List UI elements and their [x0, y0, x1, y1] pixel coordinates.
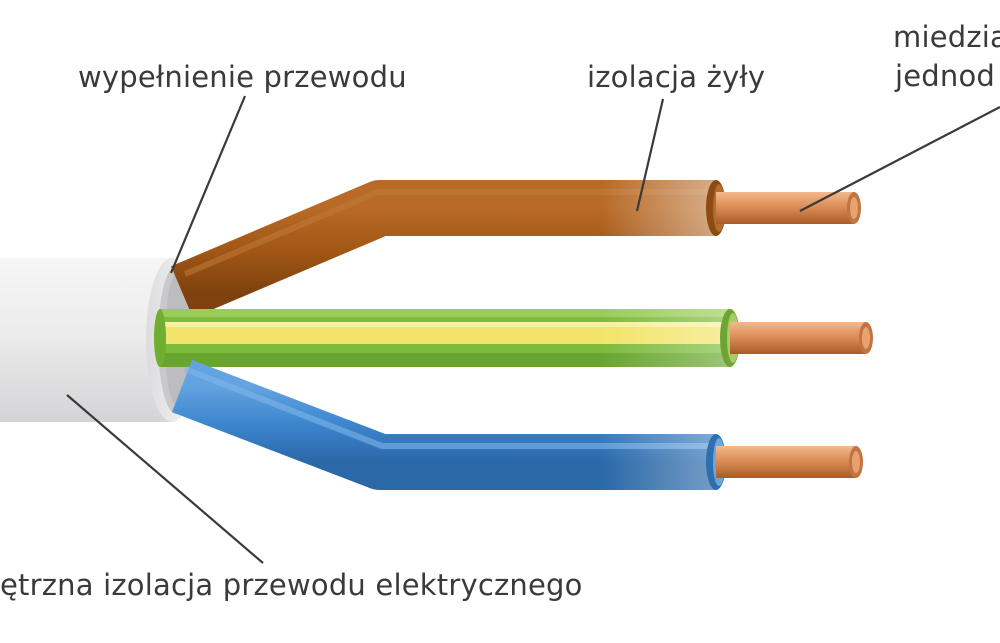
- leader-line-copper: [799, 106, 1000, 212]
- brown-core: [171, 180, 726, 318]
- green-yellow-core: [154, 309, 740, 367]
- label-outer-insulation: ętrzna izolacja przewodu elektrycznego: [0, 568, 583, 602]
- copper-conductor-top: [716, 192, 861, 224]
- copper-conductor-middle: [730, 322, 873, 354]
- leader-line-filler: [169, 95, 247, 274]
- blue-core: [171, 359, 726, 490]
- copper-conductor-bottom: [716, 446, 863, 478]
- label-copper-line2: jednod: [895, 59, 996, 93]
- label-core-insulation: izolacja żyły: [587, 60, 766, 94]
- leader-line-core-insulation: [635, 98, 665, 212]
- leader-line-outer-insulation: [66, 394, 264, 564]
- label-copper-line1: miedzia: [893, 20, 1000, 54]
- label-filler: wypełnienie przewodu: [78, 60, 407, 94]
